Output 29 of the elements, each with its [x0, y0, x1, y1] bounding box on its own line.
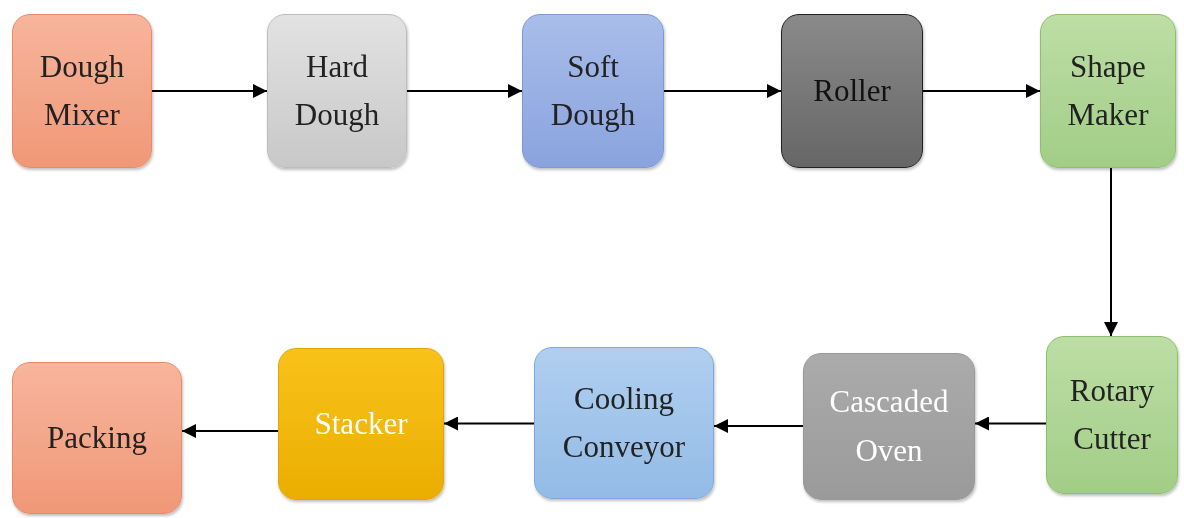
- process-box: [12, 14, 152, 168]
- node-label: Packing: [46, 418, 148, 457]
- node-label: Hard Dough: [293, 47, 381, 134]
- process-box: [803, 353, 975, 500]
- node-label: Soft Dough: [549, 47, 637, 134]
- process-box: [781, 14, 923, 168]
- node-label: Cascaded Oven: [828, 383, 950, 470]
- arrow: [922, 84, 1041, 98]
- process-box: [12, 362, 182, 514]
- arrow: [1104, 167, 1118, 337]
- process-box: [267, 14, 407, 168]
- node-label: Shape Maker: [1066, 47, 1150, 134]
- arrow: [443, 416, 535, 431]
- arrow: [713, 419, 804, 433]
- node-label: Cooling Conveyor: [561, 379, 687, 466]
- arrow: [406, 84, 523, 98]
- process-box: [534, 347, 714, 499]
- node-label: Dough Mixer: [38, 47, 126, 134]
- process-box: [522, 14, 664, 168]
- process-box: [1040, 14, 1176, 168]
- node-label: Stacker: [313, 404, 409, 443]
- process-box: [1046, 336, 1178, 494]
- arrow: [663, 84, 782, 98]
- node-label: Roller: [812, 71, 892, 110]
- node-label: Rotary Cutter: [1068, 371, 1156, 458]
- process-box: [278, 348, 444, 500]
- arrow: [974, 416, 1047, 431]
- arrow: [151, 84, 268, 98]
- arrow: [181, 424, 279, 438]
